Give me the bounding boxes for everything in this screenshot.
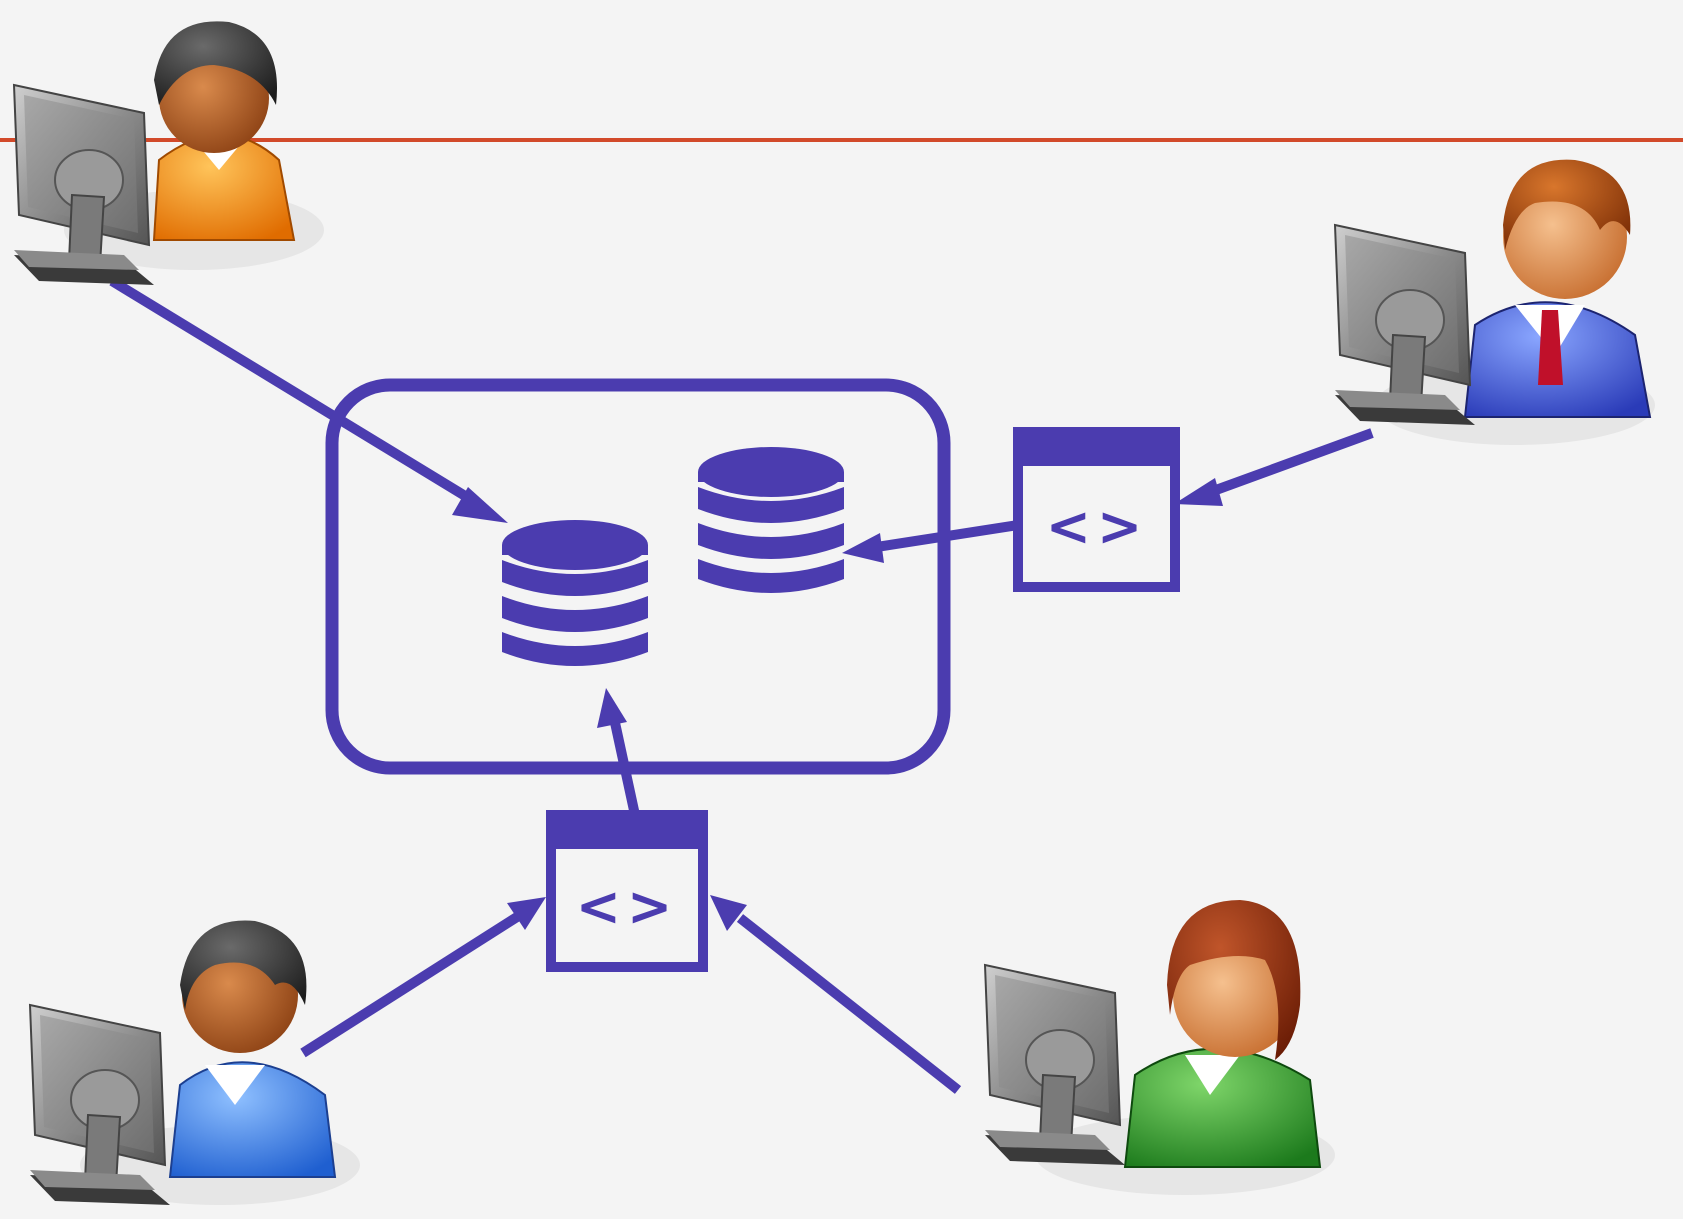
user-at-computer-icon <box>984 900 1335 1195</box>
arrow-top-right-to-window-head <box>1174 478 1223 506</box>
database-cluster-box <box>325 378 951 775</box>
arrow-window-to-db1-head <box>597 688 627 728</box>
user-at-computer-icon <box>13 21 324 286</box>
arrow-top-left-to-db-head <box>452 487 508 523</box>
arrow-window-to-db2-head <box>842 533 884 563</box>
code-window-icon: <> <box>546 810 708 972</box>
user-at-computer-icon <box>29 920 360 1206</box>
code-window-icon: <> <box>1013 427 1180 592</box>
code-glyph: <> <box>1046 495 1149 558</box>
code-glyph: <> <box>576 875 679 938</box>
arrow-bottom-left-to-window-head <box>507 897 546 930</box>
database-icon <box>502 520 648 666</box>
arrow-top-right-to-window <box>1203 428 1374 499</box>
arrow-bottom-right-to-window <box>736 914 962 1094</box>
arrow-top-left-to-db <box>109 276 483 510</box>
user-at-computer-icon <box>1334 159 1655 445</box>
database-icon <box>698 447 844 593</box>
arrow-bottom-left-to-window <box>300 912 520 1058</box>
connection-arrows <box>109 276 1374 1094</box>
arrow-bottom-right-to-window-head <box>710 895 747 931</box>
